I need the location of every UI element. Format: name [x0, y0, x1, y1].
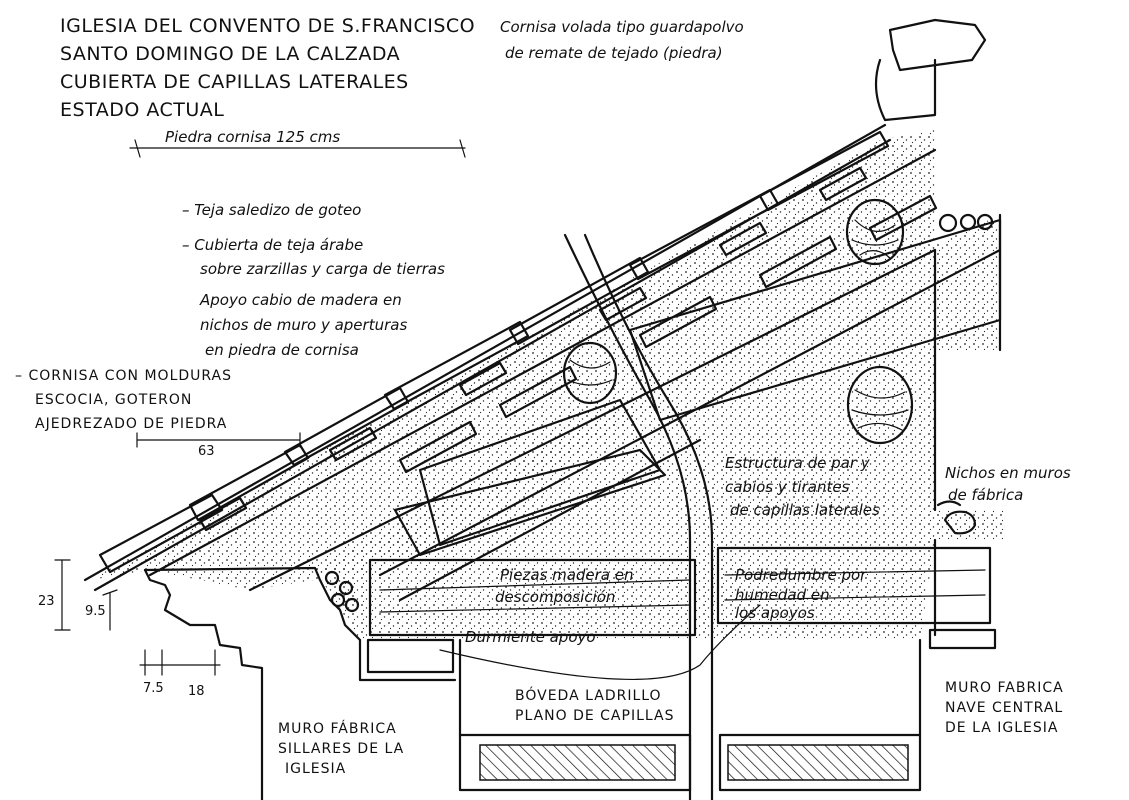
label-estructura: Estructura de par y cabios y tirantes de… [725, 454, 880, 519]
dim-23: 23 [38, 594, 55, 609]
svg-text:NAVE CENTRAL: NAVE CENTRAL [945, 700, 1063, 716]
label-durmiente: Durmiente apoyo [465, 628, 596, 646]
svg-text:AJEDREZADO DE PIEDRA: AJEDREZADO DE PIEDRA [35, 416, 227, 432]
svg-text:PLANO DE CAPILLAS: PLANO DE CAPILLAS [515, 708, 674, 724]
title-line-2: SANTO DOMINGO DE LA CALZADA [60, 43, 400, 65]
svg-text:MURO FÁBRICA: MURO FÁBRICA [278, 720, 397, 737]
log-sections [562, 198, 914, 445]
svg-text:BÓVEDA LADRILLO: BÓVEDA LADRILLO [515, 686, 662, 704]
tie-beam [368, 546, 992, 637]
brick-vault [458, 733, 922, 792]
svg-text:Apoyo cabio de madera en: Apoyo cabio de madera en [199, 291, 402, 309]
svg-text:– CORNISA CON MOLDURAS: – CORNISA CON MOLDURAS [15, 368, 232, 384]
title-block: IGLESIA DEL CONVENTO DE S.FRANCISCO SANT… [60, 15, 475, 121]
title-line-3: CUBIERTA DE CAPILLAS LATERALES [60, 71, 409, 93]
svg-text:ESCOCIA, GOTERON: ESCOCIA, GOTERON [35, 392, 192, 408]
svg-text:– Cubierta de teja árabe: – Cubierta de teja árabe [182, 236, 363, 254]
svg-text:nichos de muro y aperturas: nichos de muro y aperturas [200, 316, 407, 334]
roof-tiles [98, 130, 890, 574]
svg-text:Piezas madera en: Piezas madera en [500, 566, 634, 584]
svg-text:Cornisa volada tipo guardapolv: Cornisa volada tipo guardapolvo [500, 18, 744, 36]
dim-9-5: 9.5 [85, 604, 106, 619]
dim-7-5: 7.5 [143, 681, 164, 696]
label-cornisa-molduras: – CORNISA CON MOLDURAS ESCOCIA, GOTERON … [15, 368, 232, 432]
title-line-4: ESTADO ACTUAL [60, 99, 224, 121]
svg-text:IGLESIA: IGLESIA [285, 761, 346, 777]
label-muro-sillares: MURO FÁBRICA SILLARES DE LA IGLESIA [278, 720, 404, 777]
label-boveda: BÓVEDA LADRILLO PLANO DE CAPILLAS [515, 686, 674, 724]
svg-text:de fábrica: de fábrica [948, 486, 1023, 504]
svg-text:Nichos en muros: Nichos en muros [945, 464, 1071, 482]
svg-text:humedad en: humedad en [735, 586, 830, 604]
break-lines [563, 233, 714, 800]
svg-text:sobre zarzillas y carga de tie: sobre zarzillas y carga de tierras [200, 260, 445, 278]
wall-niche-stones [936, 213, 994, 535]
svg-text:de remate de tejado (piedra): de remate de tejado (piedra) [505, 44, 723, 62]
svg-text:descomposición: descomposición [495, 588, 615, 606]
cornice-moulding-profile [143, 566, 362, 800]
label-cubierta: – Cubierta de teja árabe sobre zarzillas… [182, 236, 445, 278]
label-apoyo: Apoyo cabio de madera en nichos de muro … [199, 291, 407, 359]
svg-text:Podredumbre por: Podredumbre por [735, 566, 867, 584]
svg-text:de capillas laterales: de capillas laterales [730, 501, 880, 519]
cornice-guardapolvo [874, 18, 987, 122]
svg-text:cabios y tirantes: cabios y tirantes [725, 478, 850, 496]
label-podredumbre: Podredumbre por humedad en los apoyos [735, 566, 867, 622]
durmiente-blocks [366, 604, 997, 681]
label-piezas-madera: Piezas madera en descomposición [495, 566, 634, 606]
label-cornisa-volada: Cornisa volada tipo guardapolvo de remat… [500, 18, 744, 62]
label-nichos: Nichos en muros de fábrica [945, 464, 1071, 504]
svg-text:DE LA IGLESIA: DE LA IGLESIA [945, 720, 1058, 736]
svg-text:Estructura de par y: Estructura de par y [725, 454, 871, 472]
svg-text:los apoyos: los apoyos [735, 604, 815, 622]
roof-tiles-lower [398, 194, 938, 474]
label-muro-nave: MURO FABRICA NAVE CENTRAL DE LA IGLESIA [945, 680, 1064, 736]
dimension-lines [54, 139, 466, 676]
title-line-1: IGLESIA DEL CONVENTO DE S.FRANCISCO [60, 15, 475, 37]
dim-63: 63 [198, 444, 215, 459]
wall-outlines [358, 213, 1002, 737]
svg-text:SILLARES DE LA: SILLARES DE LA [278, 741, 404, 757]
label-piedra-cornisa: Piedra cornisa 125 cms [165, 128, 340, 146]
svg-text:en piedra de cornisa: en piedra de cornisa [205, 341, 359, 359]
dim-18: 18 [188, 684, 205, 699]
svg-text:MURO FABRICA: MURO FABRICA [945, 680, 1064, 696]
label-teja-saledizo: – Teja saledizo de goteo [182, 201, 361, 219]
